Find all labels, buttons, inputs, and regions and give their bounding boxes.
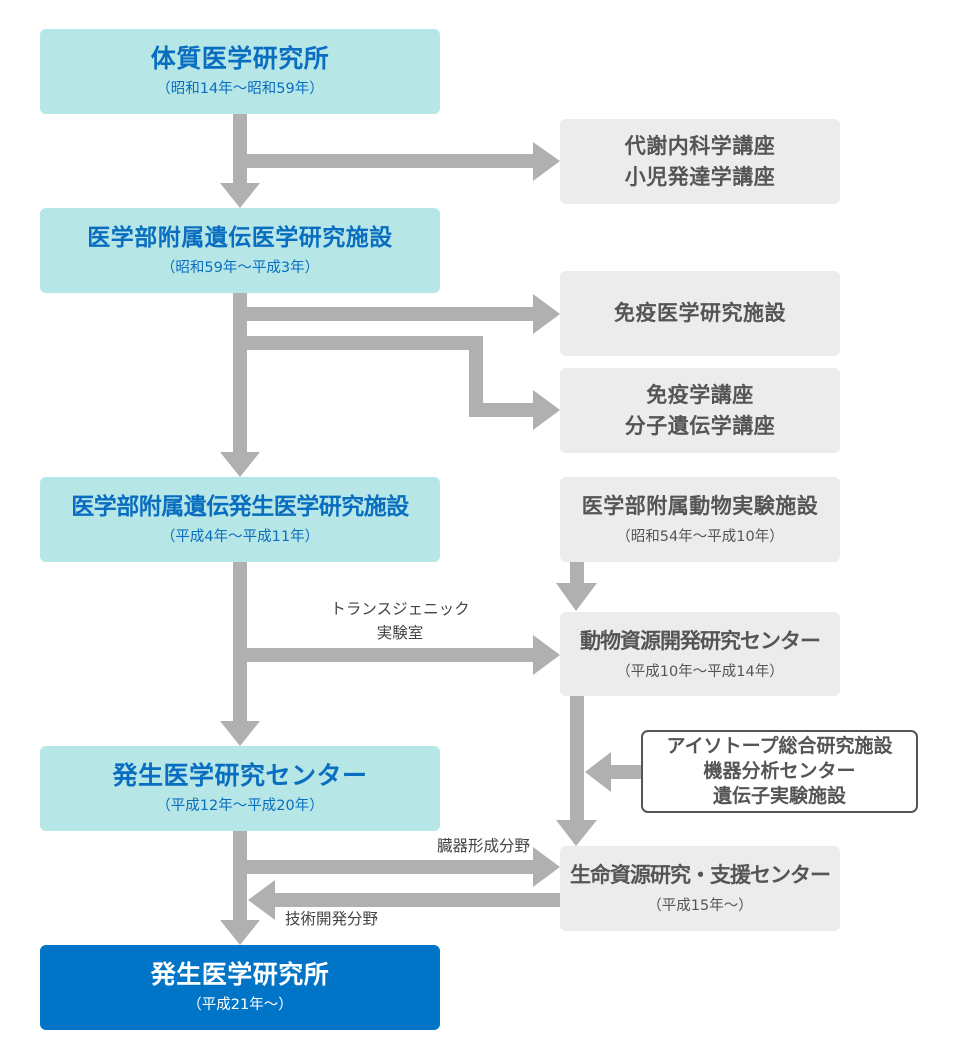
main-box-title: 医学部附属遺伝発生医学研究施設 [71, 493, 409, 520]
branch-line: 免疫学講座 [646, 382, 754, 407]
main-box-title: 医学部附属遺伝医学研究施設 [87, 224, 393, 251]
main-box-period: （平成21年～） [187, 996, 293, 1013]
branch-line: 小児発達学講座 [624, 164, 776, 189]
arrow-head-techdev [248, 880, 275, 920]
right-box-period: （昭和54年～平成10年） [616, 529, 784, 545]
arrow-shaft-main-1 [233, 114, 247, 184]
arrow-head-branch-2 [533, 294, 560, 334]
main-box-title: 体質医学研究所 [150, 43, 330, 73]
right-box-3: 生命資源研究・支援センター （平成15年～） [560, 846, 840, 931]
arrow-shaft-organ [247, 860, 534, 874]
arrow-shaft-merge [610, 765, 641, 779]
right-box-1: 医学部附属動物実験施設 （昭和54年～平成10年） [560, 477, 840, 562]
arrow-shaft-techdev [274, 893, 560, 907]
merged-unit-line: 遺伝子実験施設 [712, 785, 846, 807]
arrow-shaft-main-2 [233, 293, 247, 453]
arrow-head-right-1 [556, 583, 597, 611]
arrow-head-merge [585, 752, 611, 792]
label-transgenic-line2: 実験室 [376, 624, 424, 642]
arrow-head-transgenic [533, 635, 560, 675]
arrow-shaft-right-2 [570, 696, 584, 821]
main-box-4: 発生医学研究センター （平成12年～平成20年） [40, 746, 440, 831]
arrow-head-right-2 [556, 820, 597, 846]
arrow-shaft-transgenic [247, 648, 534, 662]
arrow-head-organ [533, 847, 560, 887]
label-transgenic-line1: トランスジェニック [330, 600, 470, 618]
arrow-shaft-main-4 [233, 831, 247, 921]
right-box-title: 生命資源研究・支援センター [570, 863, 831, 887]
main-box-period: （昭和59年～平成3年） [160, 259, 320, 276]
right-box-period: （平成10年～平成14年） [616, 663, 784, 680]
branch-line: 分子遺伝学講座 [624, 413, 776, 438]
label-tech-dev-text: 技術開発分野 [285, 910, 379, 928]
right-box-title: 医学部附属動物実験施設 [581, 494, 819, 518]
label-organ-formation-text: 臓器形成分野 [436, 837, 530, 855]
arrow-head-main-2 [220, 452, 260, 477]
main-box-2: 医学部附属遺伝医学研究施設 （昭和59年～平成3年） [40, 208, 440, 293]
merged-unit-line: 機器分析センター [703, 760, 856, 782]
arrow-shaft-right-1 [570, 562, 584, 584]
merged-unit-line: アイソトープ総合研究施設 [666, 735, 893, 757]
main-box-period: （平成4年～平成11年） [160, 528, 320, 545]
label-organ-formation: 臓器形成分野 [370, 834, 530, 858]
branch-line: 免疫医学研究施設 [614, 301, 786, 325]
arrow-head-main-3 [220, 721, 260, 746]
arrow-shaft-branch-3c [469, 403, 534, 417]
main-box-period: （平成12年～平成20年） [156, 797, 324, 814]
main-box-title: 発生医学研究センター [112, 760, 368, 790]
right-box-2: 動物資源開発研究センター （平成10年～平成14年） [560, 612, 840, 696]
label-transgenic: トランスジェニック 実験室 [300, 597, 500, 645]
arrow-shaft-branch-3a [247, 336, 483, 350]
main-box-period: （昭和14年～昭和59年） [156, 80, 324, 97]
arrow-head-main-1 [220, 183, 260, 208]
branch-box-1: 代謝内科学講座 小児発達学講座 [560, 119, 840, 204]
right-box-period: （平成15年～） [647, 898, 753, 914]
branch-line: 代謝内科学講座 [624, 133, 776, 158]
branch-box-3: 免疫学講座 分子遺伝学講座 [560, 368, 840, 453]
arrow-head-main-4 [220, 920, 260, 945]
main-box-5-current: 発生医学研究所 （平成21年～） [40, 945, 440, 1030]
merged-units-box: アイソトープ総合研究施設 機器分析センター 遺伝子実験施設 [641, 730, 918, 813]
arrow-head-branch-1 [533, 142, 560, 181]
arrow-shaft-branch-2 [247, 307, 534, 321]
arrow-shaft-branch-3b [469, 336, 483, 417]
arrow-shaft-branch-1 [247, 154, 534, 168]
main-box-1: 体質医学研究所 （昭和14年～昭和59年） [40, 29, 440, 114]
right-box-title: 動物資源開発研究センター [580, 628, 821, 653]
label-tech-dev: 技術開発分野 [285, 907, 425, 931]
main-box-title: 発生医学研究所 [150, 959, 330, 989]
arrow-shaft-main-3 [233, 562, 247, 722]
arrow-head-branch-3 [533, 390, 560, 430]
main-box-3: 医学部附属遺伝発生医学研究施設 （平成4年～平成11年） [40, 477, 440, 562]
branch-box-2: 免疫医学研究施設 [560, 271, 840, 356]
